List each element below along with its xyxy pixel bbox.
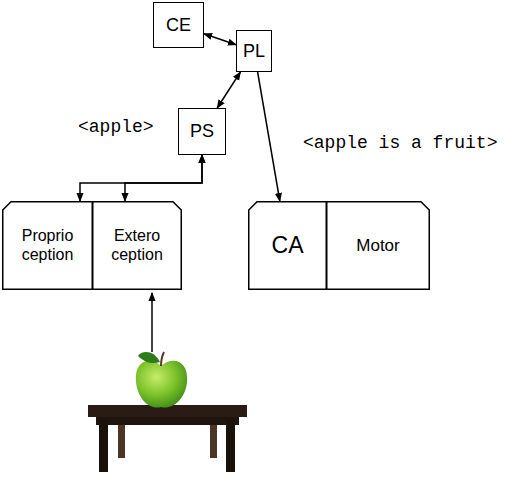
module-section: Extero ception [92, 201, 182, 290]
module-section: CA [248, 201, 327, 290]
module-name: PL [237, 41, 271, 62]
module-name: Motor [350, 236, 405, 256]
table [88, 405, 247, 472]
representation-label: <apple> [78, 117, 154, 137]
connector-arrow [258, 72, 280, 201]
module-name: Proprio ception [2, 227, 93, 264]
apple [136, 352, 187, 408]
module-name: CE [160, 15, 197, 36]
module-box: PS [178, 108, 226, 155]
connector-arrow [125, 155, 202, 201]
connector-arrow [80, 155, 202, 201]
module-name: Extero ception [92, 227, 182, 264]
module-box: CE [153, 2, 204, 48]
sense-arrow [151, 293, 153, 352]
module-name: CA [266, 232, 310, 258]
connector-arrow [217, 72, 240, 108]
proposition-label: <apple is a fruit> [303, 133, 497, 153]
module-section: Proprio ception [2, 201, 93, 290]
module-section: Motor [326, 201, 430, 290]
module-box: PL [236, 30, 272, 72]
connector-arrow [204, 34, 236, 45]
module-name: PS [184, 121, 220, 142]
